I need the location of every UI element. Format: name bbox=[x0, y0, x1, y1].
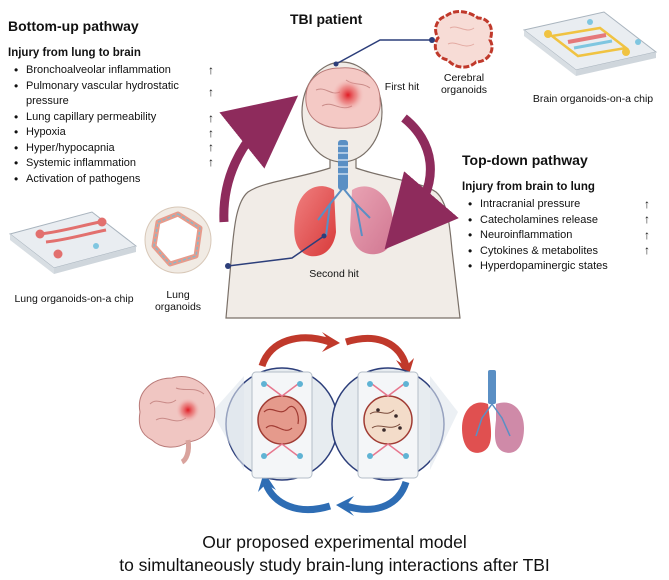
bottom-up-item: Pulmonary vascular hydrostatic pressure bbox=[14, 79, 221, 110]
top-down-item: Intracranial pressure bbox=[468, 197, 645, 213]
lung-organoid-chamber bbox=[331, 367, 445, 481]
bottom-up-item: Lung capillary permeability bbox=[14, 110, 221, 126]
increase-arrow-icon: ↑ bbox=[644, 212, 650, 226]
connector-line bbox=[335, 39, 432, 65]
trachea-icon bbox=[338, 140, 348, 190]
increase-arrow-icon: ↑ bbox=[208, 140, 214, 154]
increase-arrow-icon: ↑ bbox=[208, 111, 214, 125]
patient-brain-icon bbox=[305, 67, 381, 129]
increase-arrow-icon: ↑ bbox=[208, 63, 214, 77]
increase-arrow-icon: ↑ bbox=[208, 126, 214, 140]
lung-organoids-label: Lung organoids bbox=[154, 289, 202, 313]
bottom-up-item: Hyper/hypocapnia bbox=[14, 141, 221, 157]
second-hit-label: Second hit bbox=[309, 268, 359, 280]
lung-chip-icon bbox=[8, 211, 138, 274]
lung-chip-label: Lung organoids-on-a chip bbox=[14, 293, 134, 305]
bottom-up-list: Bronchoalveolar inflammation Pulmonary v… bbox=[8, 63, 221, 187]
top-down-list: Intracranial pressure Catecholamines rel… bbox=[462, 197, 645, 275]
increase-arrow-icon: ↑ bbox=[208, 85, 214, 99]
caption-line-2: to simultaneously study brain-lung inter… bbox=[119, 555, 550, 575]
lung-organoid-icon bbox=[144, 206, 212, 274]
bottom-up-item: Systemic inflammation bbox=[14, 156, 221, 172]
bottom-up-item: Activation of pathogens bbox=[14, 172, 221, 188]
top-down-arrow bbox=[384, 114, 459, 250]
brain-chip-label: Brain organoids-on-a chip bbox=[532, 93, 654, 105]
increase-arrow-icon: ↑ bbox=[644, 228, 650, 242]
cerebral-organoid-icon bbox=[433, 10, 494, 69]
top-down-title: Top-down pathway bbox=[462, 152, 588, 168]
increase-arrow-icon: ↑ bbox=[644, 197, 650, 211]
brain-organoid-chamber bbox=[225, 367, 339, 481]
top-down-item: Catecholamines release bbox=[468, 213, 645, 229]
zoom-cone bbox=[430, 376, 458, 470]
top-down-item: Neuroinflammation bbox=[468, 228, 645, 244]
lungs-icon bbox=[462, 370, 524, 453]
top-down-item: Hyperdopaminergic states bbox=[468, 259, 645, 275]
brain-chip-icon bbox=[522, 11, 658, 76]
patient-title: TBI patient bbox=[290, 11, 363, 27]
zoom-cone bbox=[212, 376, 244, 470]
brain-icon bbox=[138, 376, 216, 465]
increase-arrow-icon: ↑ bbox=[644, 243, 650, 257]
top-down-item: Cytokines & metabolites bbox=[468, 244, 645, 260]
bottom-up-arrow bbox=[219, 95, 299, 223]
bottom-up-subtitle: Injury from lung to brain bbox=[8, 47, 141, 59]
top-down-subtitle: Injury from brain to lung bbox=[462, 181, 595, 193]
patient-lungs-icon bbox=[294, 186, 394, 257]
bottom-up-item: Hypoxia bbox=[14, 125, 221, 141]
caption-line-1: Our proposed experimental model bbox=[202, 532, 467, 552]
cycle-arrows bbox=[258, 332, 414, 516]
increase-arrow-icon: ↑ bbox=[208, 155, 214, 169]
cerebral-organoids-label: Cerebral organoids bbox=[440, 72, 488, 96]
connector-line bbox=[227, 235, 325, 267]
first-hit-label: First hit bbox=[384, 81, 420, 93]
bottom-up-item: Bronchoalveolar inflammation bbox=[14, 63, 221, 79]
bottom-up-title: Bottom-up pathway bbox=[8, 18, 139, 34]
